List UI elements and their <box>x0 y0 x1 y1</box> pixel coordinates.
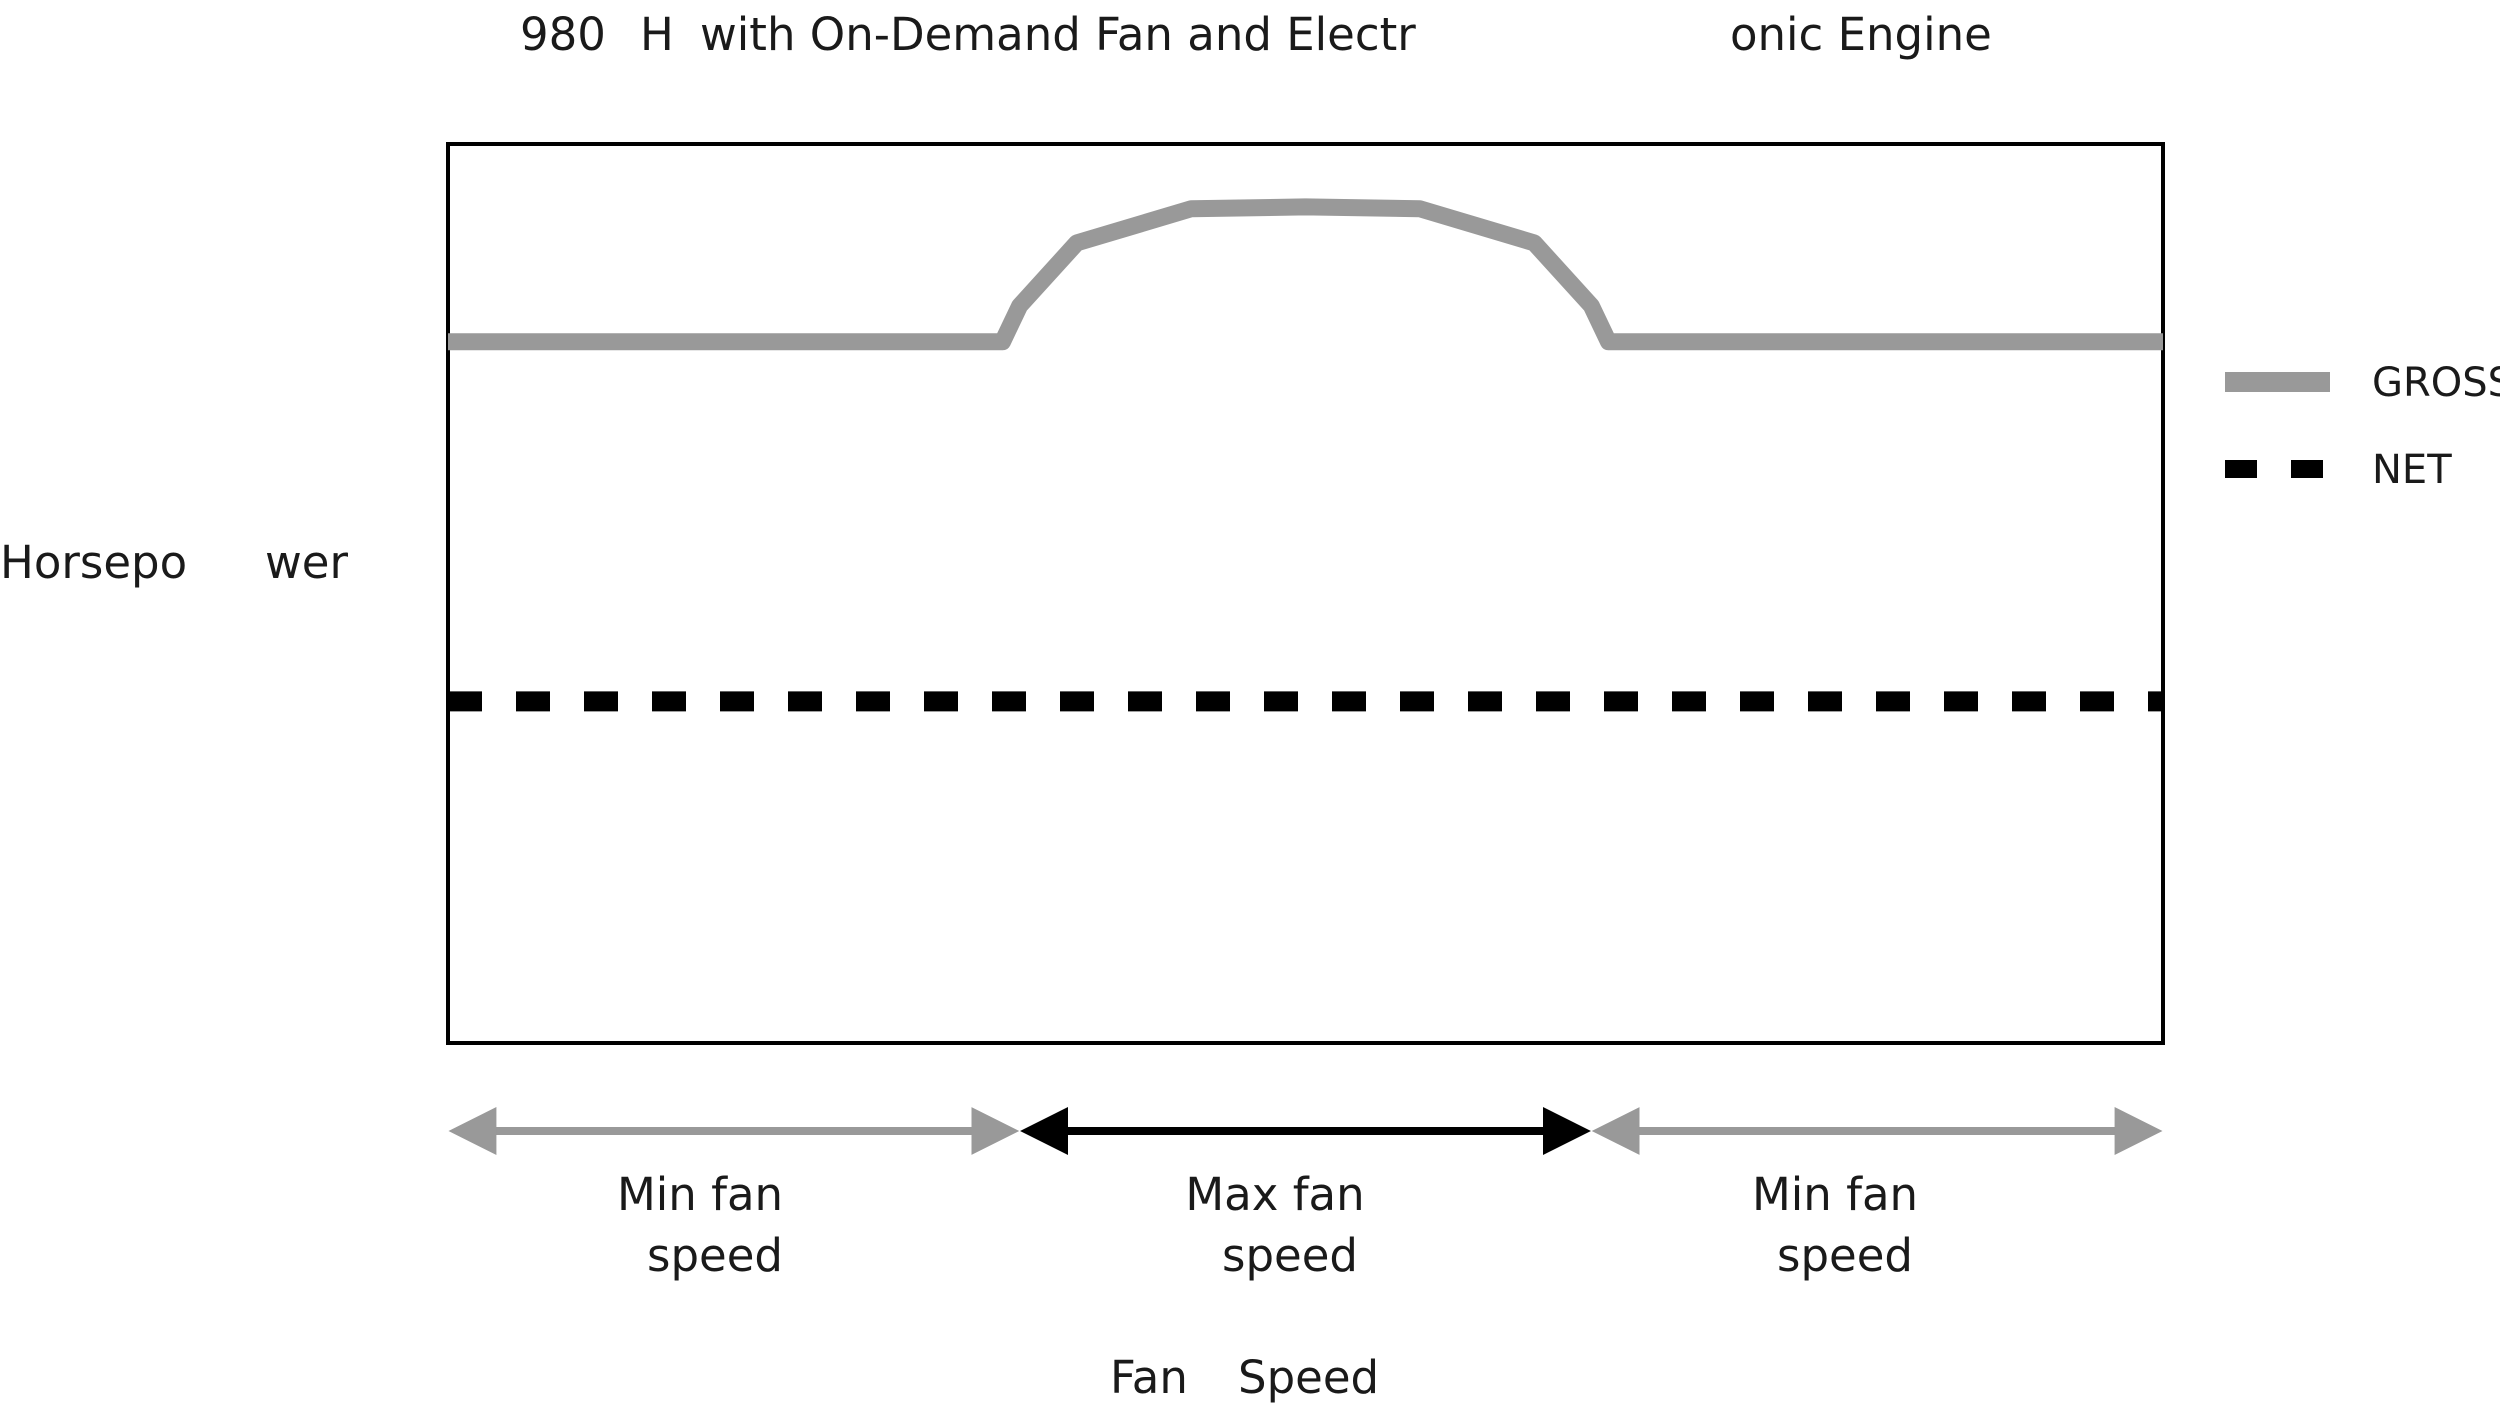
legend <box>2225 372 2330 478</box>
segment-label-1-line-1: Min fan <box>616 1168 784 1221</box>
y-axis-label-part-1: Horsepo <box>0 536 188 589</box>
segment-label-1-line-2: speed <box>647 1229 783 1282</box>
segment-label-2-line-1: Max fan <box>1185 1168 1365 1221</box>
plot-frame <box>446 142 2165 1045</box>
x-axis-label-part-2: Speed <box>1238 1351 1380 1404</box>
legend-label-net: NET <box>2372 447 2452 493</box>
segment-label-2-line-2: speed <box>1222 1229 1358 1282</box>
x-axis-label-part-1: Fan <box>1110 1351 1188 1404</box>
segment-label-3-line-2: speed <box>1777 1229 1913 1282</box>
series-line-gross <box>448 198 2163 351</box>
legend-label-gross: GROSS <box>2372 360 2500 406</box>
chart-title-part-4: onic Engine <box>1730 8 1992 61</box>
chart-title-part-3: with On-Demand Fan and Electr <box>700 8 1416 61</box>
chart-title-part-1: 980 <box>520 8 606 61</box>
segment-label-3-line-1: Min fan <box>1751 1168 1919 1221</box>
chart-title-part-2: H <box>640 8 674 61</box>
y-axis-label-part-2: wer <box>265 536 348 589</box>
series-layer <box>448 198 2163 712</box>
